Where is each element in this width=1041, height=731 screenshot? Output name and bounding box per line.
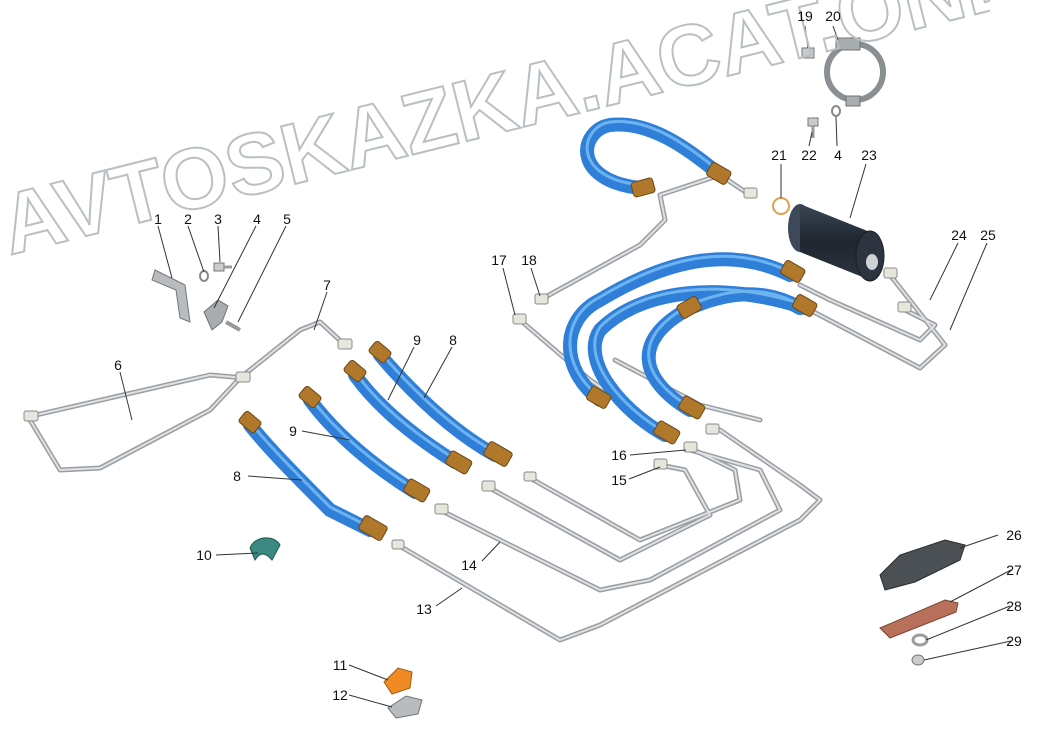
nut: [23, 410, 39, 422]
nut: [512, 313, 527, 325]
callout-5: 5: [283, 211, 291, 227]
callout-24: 24: [951, 227, 967, 243]
clip-10: [249, 537, 281, 562]
fitting: [780, 260, 806, 283]
bracket-1: [151, 269, 191, 323]
bolt-22: [807, 117, 819, 138]
nut: [683, 441, 698, 453]
callout-27: 27: [1006, 562, 1022, 578]
hose-8-upper: [373, 348, 502, 462]
fitting: [676, 296, 702, 319]
leader-lines: [119, 25, 1012, 708]
fitting: [343, 359, 367, 383]
callout-6: 6: [114, 357, 122, 373]
fitting: [586, 386, 612, 409]
block-26: [879, 539, 966, 591]
washer-28: [911, 633, 929, 647]
nut: [481, 480, 496, 492]
callout-18: 18: [521, 252, 537, 268]
metal-tubes-highlight: [29, 174, 946, 641]
callout-2: 2: [184, 211, 192, 227]
callout-4-top: 4: [834, 147, 842, 163]
nut: [653, 458, 668, 470]
nut-19: [801, 47, 815, 59]
hose-9-upper: [348, 368, 462, 469]
fitting: [238, 410, 262, 434]
callout-25: 25: [980, 227, 996, 243]
fitting: [403, 478, 431, 503]
callout-4: 4: [253, 211, 261, 227]
clamp-11: [383, 667, 413, 695]
callout-8-upper: 8: [449, 332, 457, 348]
tube-15: [485, 462, 713, 563]
nut: [743, 187, 758, 199]
tube-nuts: [23, 187, 912, 550]
fitting: [445, 450, 473, 475]
tube-6: [27, 319, 348, 473]
nut: [705, 423, 720, 435]
fitting: [368, 340, 392, 364]
brass-fittings: [238, 162, 818, 541]
callout-21: 21: [771, 147, 787, 163]
callout-19: 19: [797, 8, 813, 24]
fitting: [653, 420, 681, 445]
nut: [235, 371, 251, 383]
callout-1: 1: [154, 211, 162, 227]
bolt-3: [213, 262, 232, 272]
callout-8-lower: 8: [233, 468, 241, 484]
callout-20: 20: [825, 8, 841, 24]
fitting: [630, 177, 656, 198]
plate-27: [879, 599, 959, 639]
callout-3: 3: [214, 211, 222, 227]
clamp-20: [824, 37, 886, 107]
callout-9-upper: 9: [413, 332, 421, 348]
callout-7: 7: [323, 277, 331, 293]
nut: [523, 471, 537, 482]
callout-17: 17: [491, 252, 507, 268]
callout-29: 29: [1006, 633, 1022, 649]
fitting: [792, 294, 818, 317]
nut: [534, 293, 549, 305]
callout-23: 23: [861, 147, 877, 163]
nut: [391, 539, 405, 550]
washer-2: [199, 270, 209, 282]
tube-24: [797, 282, 938, 343]
callout-22: 22: [801, 147, 817, 163]
callout-26: 26: [1006, 527, 1022, 543]
nut: [897, 301, 912, 313]
fitting: [483, 441, 513, 467]
nut: [883, 267, 898, 279]
clip-4: [203, 299, 229, 331]
fitting: [706, 162, 732, 185]
callout-15: 15: [611, 472, 627, 488]
screw-5: [225, 320, 241, 332]
hose-top-loop: [580, 117, 727, 195]
washer-4-top: [831, 105, 841, 117]
fitting: [678, 395, 706, 420]
nut: [337, 338, 353, 350]
callout-14: 14: [461, 557, 477, 573]
callout-12: 12: [332, 687, 348, 703]
callout-16: 16: [611, 447, 627, 463]
callout-13: 13: [416, 601, 432, 617]
callout-10: 10: [196, 547, 212, 563]
hose-8-lower: [243, 418, 377, 537]
nut-29: [911, 654, 925, 666]
callout-28: 28: [1006, 598, 1022, 614]
ring-21: [772, 197, 790, 215]
plate-12: [387, 695, 423, 719]
hose-9-lower: [303, 393, 422, 499]
tube-14: [437, 447, 783, 593]
callout-9-lower: 9: [289, 423, 297, 439]
fitting: [298, 385, 322, 409]
callout-11: 11: [332, 657, 348, 673]
fuel-filter: [788, 204, 885, 282]
nut: [434, 503, 449, 515]
fitting: [358, 515, 388, 541]
